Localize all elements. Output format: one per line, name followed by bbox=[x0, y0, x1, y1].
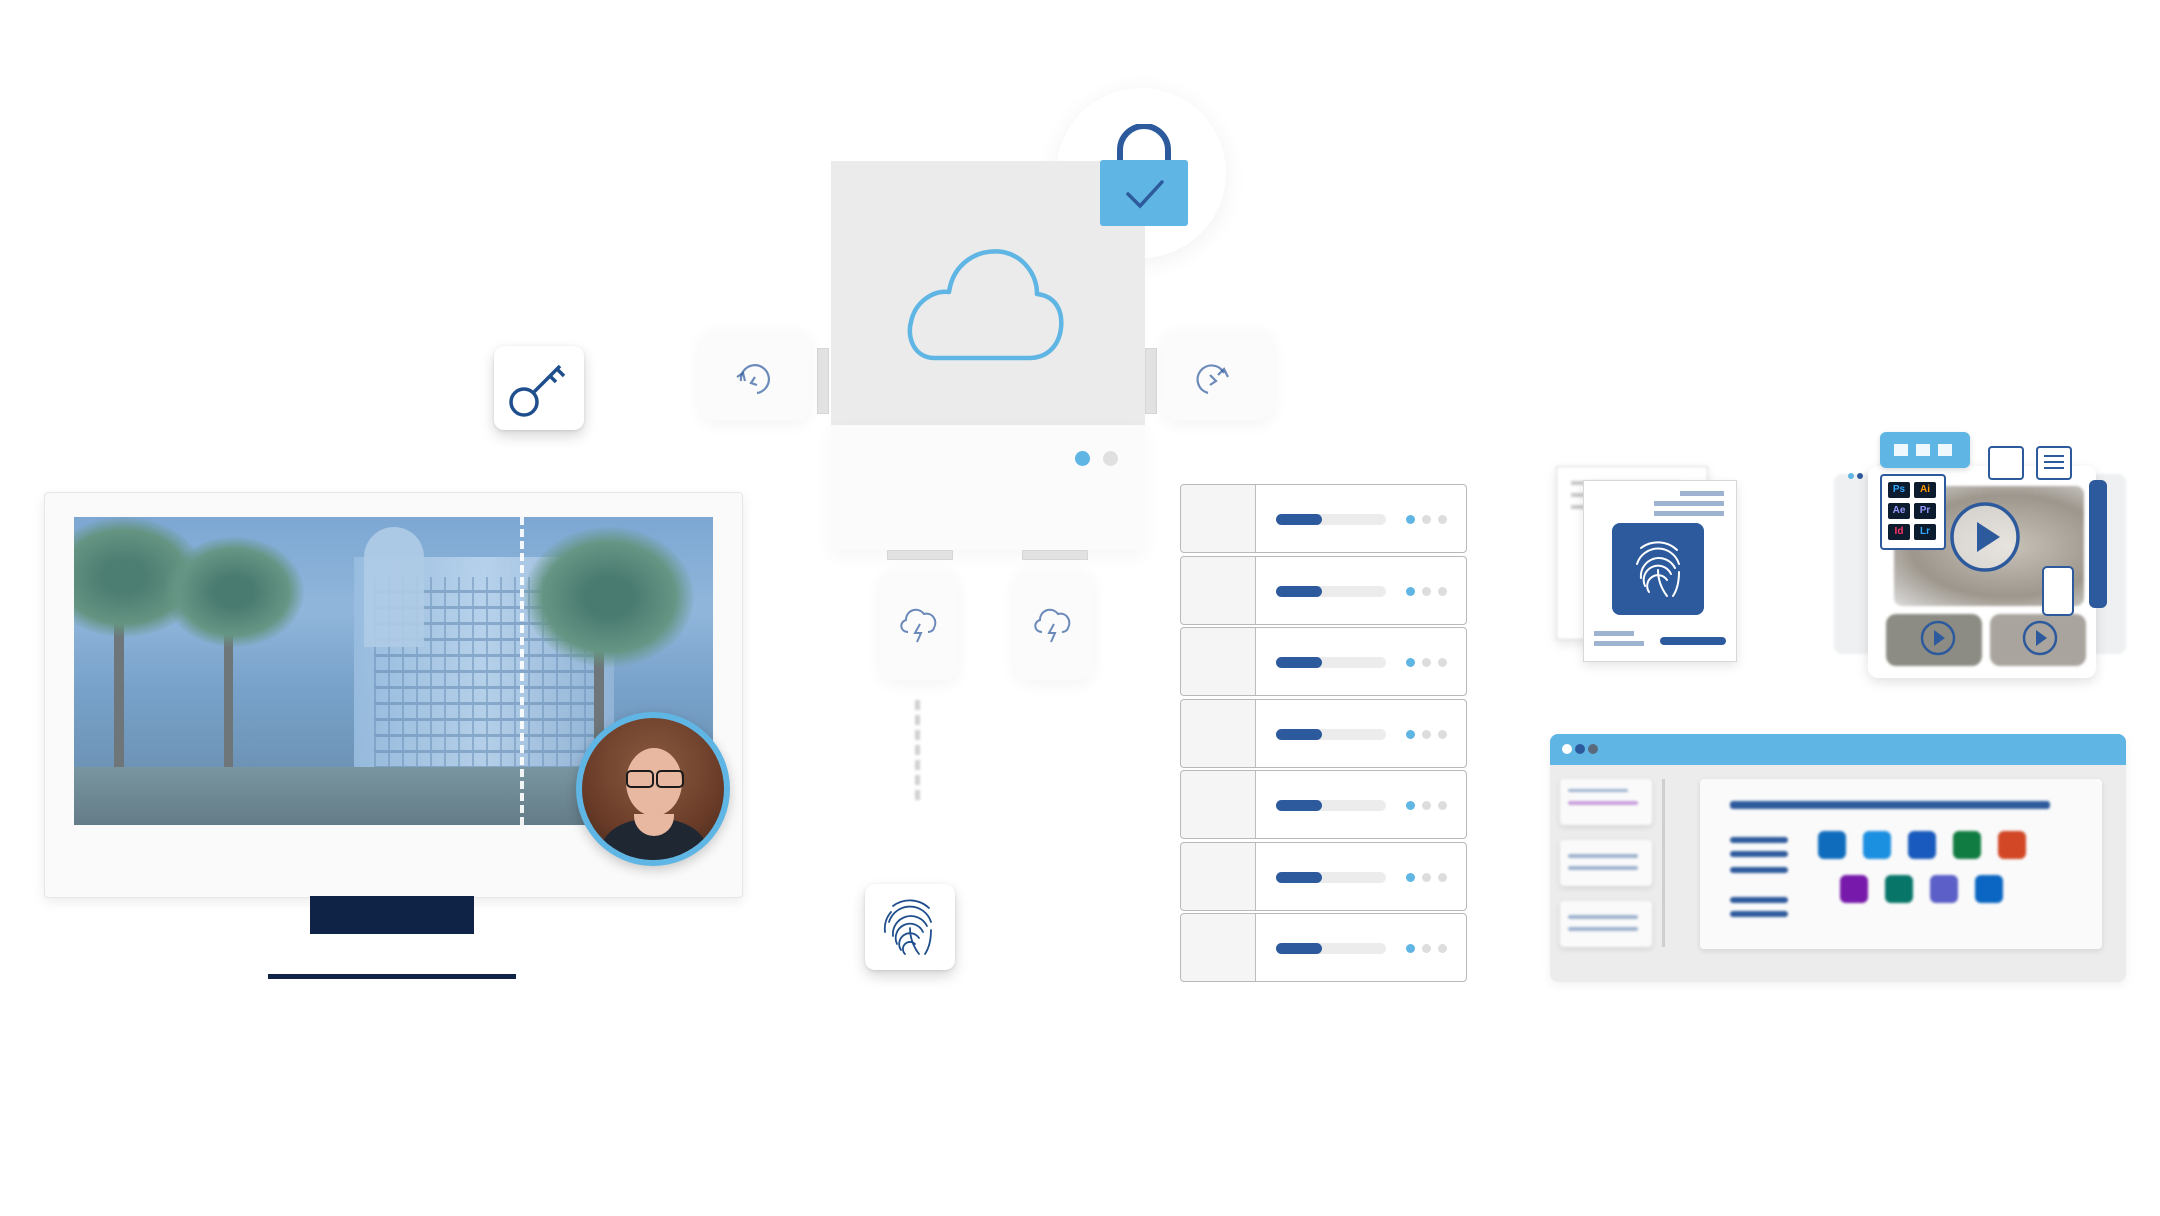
server-unit bbox=[1180, 913, 1467, 982]
office-app-icon[interactable] bbox=[1818, 831, 1846, 859]
page-dot-active[interactable] bbox=[1075, 451, 1090, 466]
content-panel bbox=[1700, 779, 2102, 949]
adobe-app-tile: Pr bbox=[1914, 503, 1936, 519]
phone-icon bbox=[2042, 566, 2074, 616]
server-load-bar bbox=[1276, 728, 1386, 740]
office-app-icon[interactable] bbox=[1840, 875, 1868, 903]
monitor-stand-base bbox=[268, 974, 516, 979]
office-app-icon[interactable] bbox=[1998, 831, 2026, 859]
cloud-storage-base bbox=[831, 425, 1145, 550]
avatar[interactable] bbox=[576, 712, 730, 866]
server-status-led bbox=[1406, 586, 1415, 596]
page-dot[interactable] bbox=[1103, 451, 1118, 466]
left-connector bbox=[817, 348, 829, 414]
storm-cloud-icon bbox=[900, 608, 937, 643]
adobe-app-tile: Ps bbox=[1888, 482, 1910, 498]
cloud-icon bbox=[907, 249, 1064, 361]
monitor-stand-body bbox=[310, 934, 474, 976]
server-status-led bbox=[1438, 586, 1447, 596]
dashed-link bbox=[915, 700, 925, 800]
server-status-led bbox=[1406, 658, 1415, 667]
server-unit bbox=[1180, 627, 1467, 696]
adobe-app-tile: Lr bbox=[1914, 524, 1936, 540]
office-app-icon[interactable] bbox=[1885, 875, 1913, 903]
sync-node-left bbox=[700, 330, 810, 420]
server-status-led bbox=[1438, 801, 1447, 810]
sidebar-thumb[interactable] bbox=[1560, 901, 1652, 947]
fingerprint-badge bbox=[1612, 523, 1704, 615]
office-app-icon[interactable] bbox=[1975, 875, 2003, 903]
play-icon[interactable] bbox=[1948, 500, 2022, 574]
sidebar-thumb[interactable] bbox=[1560, 840, 1652, 886]
office-apps-window bbox=[1550, 734, 2126, 982]
server-load-bar bbox=[1276, 514, 1386, 525]
server-unit bbox=[1180, 555, 1467, 625]
adobe-app-tile: Ai bbox=[1914, 482, 1936, 498]
server-status-led bbox=[1422, 944, 1431, 953]
scrollbar[interactable] bbox=[1662, 779, 1665, 947]
office-app-icon[interactable] bbox=[1953, 831, 1981, 859]
office-app-icon[interactable] bbox=[1930, 875, 1958, 903]
play-icon[interactable] bbox=[1918, 618, 1958, 658]
media-toolbar[interactable] bbox=[1880, 432, 1970, 468]
frame-icon[interactable] bbox=[1988, 446, 2024, 480]
loop-arrow-icon bbox=[1196, 364, 1229, 395]
key-tile[interactable] bbox=[494, 346, 584, 430]
server-unit bbox=[1180, 770, 1467, 839]
document-front bbox=[1583, 480, 1737, 662]
server-status-led bbox=[1422, 872, 1431, 882]
server-load-bar bbox=[1276, 800, 1386, 811]
server-status-led bbox=[1438, 944, 1447, 953]
loop-arrow-icon bbox=[736, 364, 770, 395]
server-status-led bbox=[1438, 515, 1447, 524]
padlock-check-icon bbox=[1100, 124, 1188, 226]
fingerprint-tile[interactable] bbox=[865, 884, 955, 970]
key-icon bbox=[509, 364, 566, 417]
storm-cloud-icon bbox=[1034, 608, 1071, 643]
server-load-bar bbox=[1276, 585, 1386, 597]
server-status-led bbox=[1406, 872, 1415, 882]
server-unit bbox=[1180, 841, 1467, 911]
server-status-led bbox=[1422, 658, 1431, 667]
server-status-led bbox=[1422, 586, 1431, 596]
server-status-led bbox=[1406, 944, 1415, 953]
server-status-led bbox=[1422, 515, 1431, 524]
right-connector bbox=[1145, 348, 1157, 414]
office-app-icon[interactable] bbox=[1908, 831, 1936, 859]
server-status-led bbox=[1406, 801, 1415, 810]
server-status-led bbox=[1438, 729, 1447, 739]
bottom-connector-left bbox=[887, 550, 953, 560]
server-load-bar bbox=[1276, 943, 1386, 954]
tool-strip[interactable] bbox=[2089, 480, 2107, 608]
office-app-icon[interactable] bbox=[1863, 831, 1891, 859]
server-status-led bbox=[1422, 729, 1431, 739]
server-status-led bbox=[1406, 729, 1415, 739]
play-icon[interactable] bbox=[2020, 618, 2060, 658]
adobe-app-tile: Id bbox=[1888, 524, 1910, 540]
window-titlebar bbox=[1550, 734, 2126, 765]
monitor-stand-neck bbox=[310, 896, 474, 934]
server-status-led bbox=[1406, 515, 1415, 524]
server-status-led bbox=[1438, 658, 1447, 667]
server-unit bbox=[1180, 484, 1467, 553]
server-unit bbox=[1180, 698, 1467, 768]
list-icon[interactable] bbox=[2036, 446, 2072, 480]
fingerprint-icon bbox=[1636, 541, 1680, 597]
server-load-bar bbox=[1276, 657, 1386, 668]
cloud-storage-panel bbox=[831, 161, 1145, 425]
server-status-led bbox=[1422, 801, 1431, 810]
fingerprint-icon bbox=[883, 899, 932, 955]
adobe-app-tile: Ae bbox=[1888, 503, 1910, 519]
server-status-led bbox=[1438, 872, 1447, 882]
server-load-bar bbox=[1276, 871, 1386, 883]
sidebar-thumb[interactable] bbox=[1560, 779, 1652, 825]
bottom-connector-right bbox=[1022, 550, 1088, 560]
